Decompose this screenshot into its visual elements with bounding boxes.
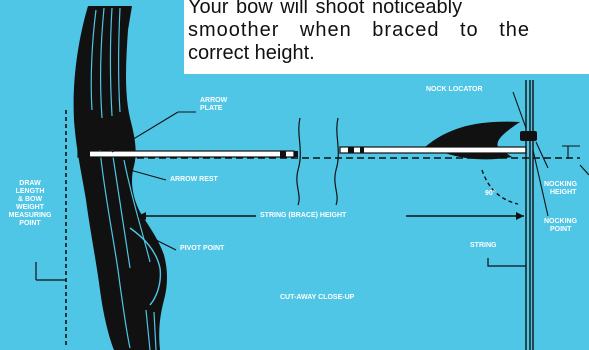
label-nock-locator: NOCK LOCATOR [426,86,483,94]
label-nocking-height: NOCKING HEIGHT [544,181,577,197]
label-pivot-point: PIVOT POINT [180,245,224,253]
label-angle: 90° [485,190,496,198]
label-draw-line-1: DRAW [0,180,60,188]
label-nocking-point-line-1: NOCKING [544,218,577,226]
caption-line-2: smoother when braced to the [184,19,589,42]
label-arrow-plate: ARROW PLATE [200,97,227,113]
label-arrow-plate-line-1: ARROW [200,97,227,105]
label-arrow-rest: ARROW REST [170,176,218,184]
nock-locator [520,131,537,141]
label-draw-line-3: & BOW [0,196,60,204]
bow-riser [74,6,167,350]
label-string: STRING [470,242,496,250]
label-draw-length: DRAW LENGTH & BOW WEIGHT MEASURING POINT [0,180,60,228]
label-nocking-point-line-2: POINT [544,226,577,234]
right-angle-arc [482,170,518,204]
label-draw-line-4: WEIGHT [0,204,60,212]
label-draw-line-2: LENGTH [0,188,60,196]
label-nocking-height-line-1: NOCKING [544,181,577,189]
caption-line-1: Your bow will shoot noticeably [184,0,589,19]
label-nocking-height-line-2: HEIGHT [544,189,577,197]
label-cutaway: CUT-AWAY CLOSE-UP [280,294,354,302]
caption-line-3: correct height. [184,42,589,65]
label-string-height: STRING (BRACE) HEIGHT [260,212,346,220]
caption-panel: Your bow will shoot noticeably smoother … [184,0,589,74]
label-draw-line-5: MEASURING [0,212,60,220]
arrow [78,118,526,205]
label-draw-line-6: POINT [0,220,60,228]
label-arrow-plate-line-2: PLATE [200,105,227,113]
label-nocking-point: NOCKING POINT [544,218,577,234]
